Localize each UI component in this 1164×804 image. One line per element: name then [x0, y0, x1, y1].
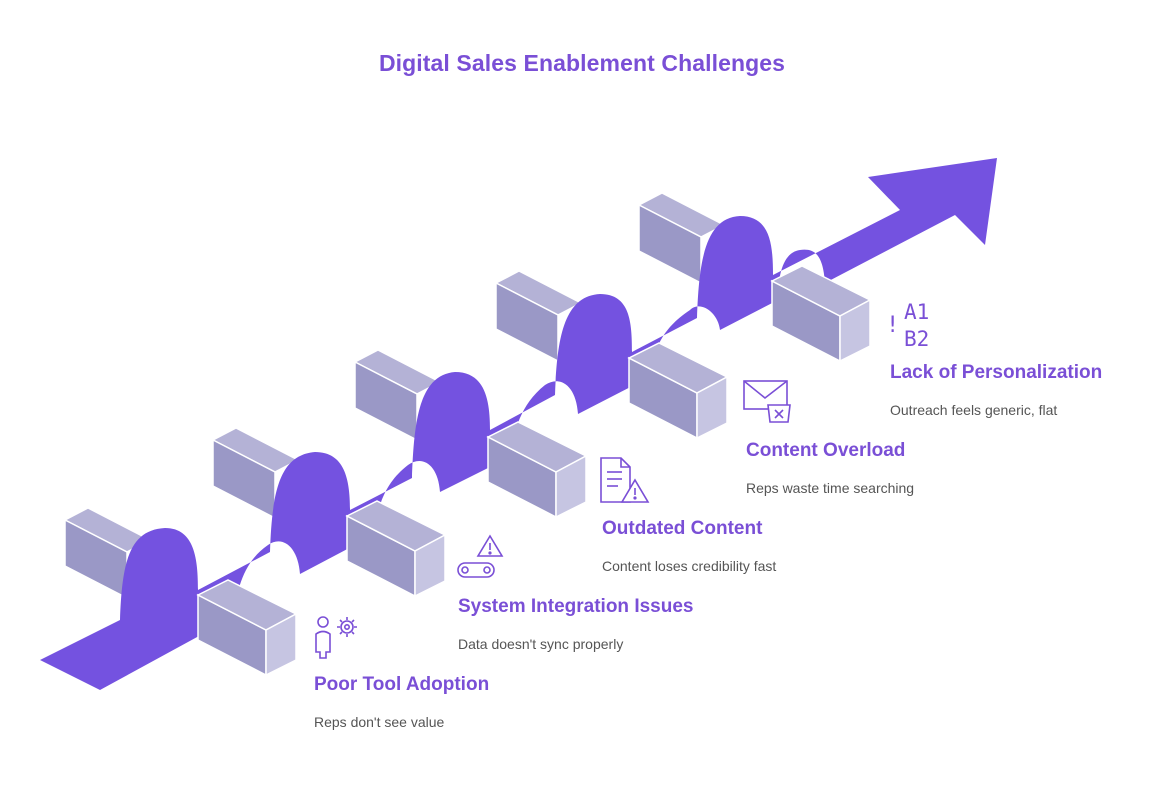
- ribbon-arrow: [40, 158, 997, 690]
- step-content-overload: Content Overload Reps waste time searchi…: [746, 440, 914, 496]
- page-title: Digital Sales Enablement Challenges: [378, 50, 786, 76]
- step-description: Content loses credibility fast: [602, 558, 777, 574]
- document-warning-icon: [600, 457, 650, 503]
- step-outdated-content: Outdated Content Content loses credibili…: [602, 518, 776, 574]
- step-label: System Integration Issues: [458, 596, 694, 617]
- warning-link-icon: [457, 534, 504, 578]
- block-front-4: [627, 342, 729, 440]
- mail-trash-icon: [743, 380, 791, 423]
- step-system-integration-issues: System Integration Issues Data doesn't s…: [458, 596, 693, 652]
- svg-text:!: !: [886, 313, 899, 338]
- ab-template-icon: ! A1 B2: [886, 300, 929, 351]
- step-label: Poor Tool Adoption: [314, 674, 490, 695]
- step-label: Content Overload: [746, 440, 906, 461]
- step-label: Outdated Content: [602, 518, 763, 539]
- block-front-2: [345, 500, 447, 598]
- block-front-1: [196, 579, 298, 677]
- person-gear-icon: [315, 616, 357, 659]
- step-description: Data doesn't sync properly: [458, 636, 624, 652]
- step-description: Reps don't see value: [314, 714, 445, 730]
- step-description: Reps waste time searching: [746, 480, 915, 496]
- svg-text:A1: A1: [904, 300, 929, 324]
- step-description: Outreach feels generic, flat: [890, 402, 1058, 418]
- block-front-5: [770, 265, 872, 363]
- front-blocks: [196, 265, 872, 677]
- step-lack-of-personalization: Lack of Personalization Outreach feels g…: [890, 362, 1102, 418]
- step-poor-tool-adoption: Poor Tool Adoption Reps don't see value: [314, 674, 489, 730]
- svg-text:B2: B2: [904, 327, 929, 351]
- step-label: Lack of Personalization: [890, 362, 1103, 383]
- block-front-3: [486, 421, 588, 519]
